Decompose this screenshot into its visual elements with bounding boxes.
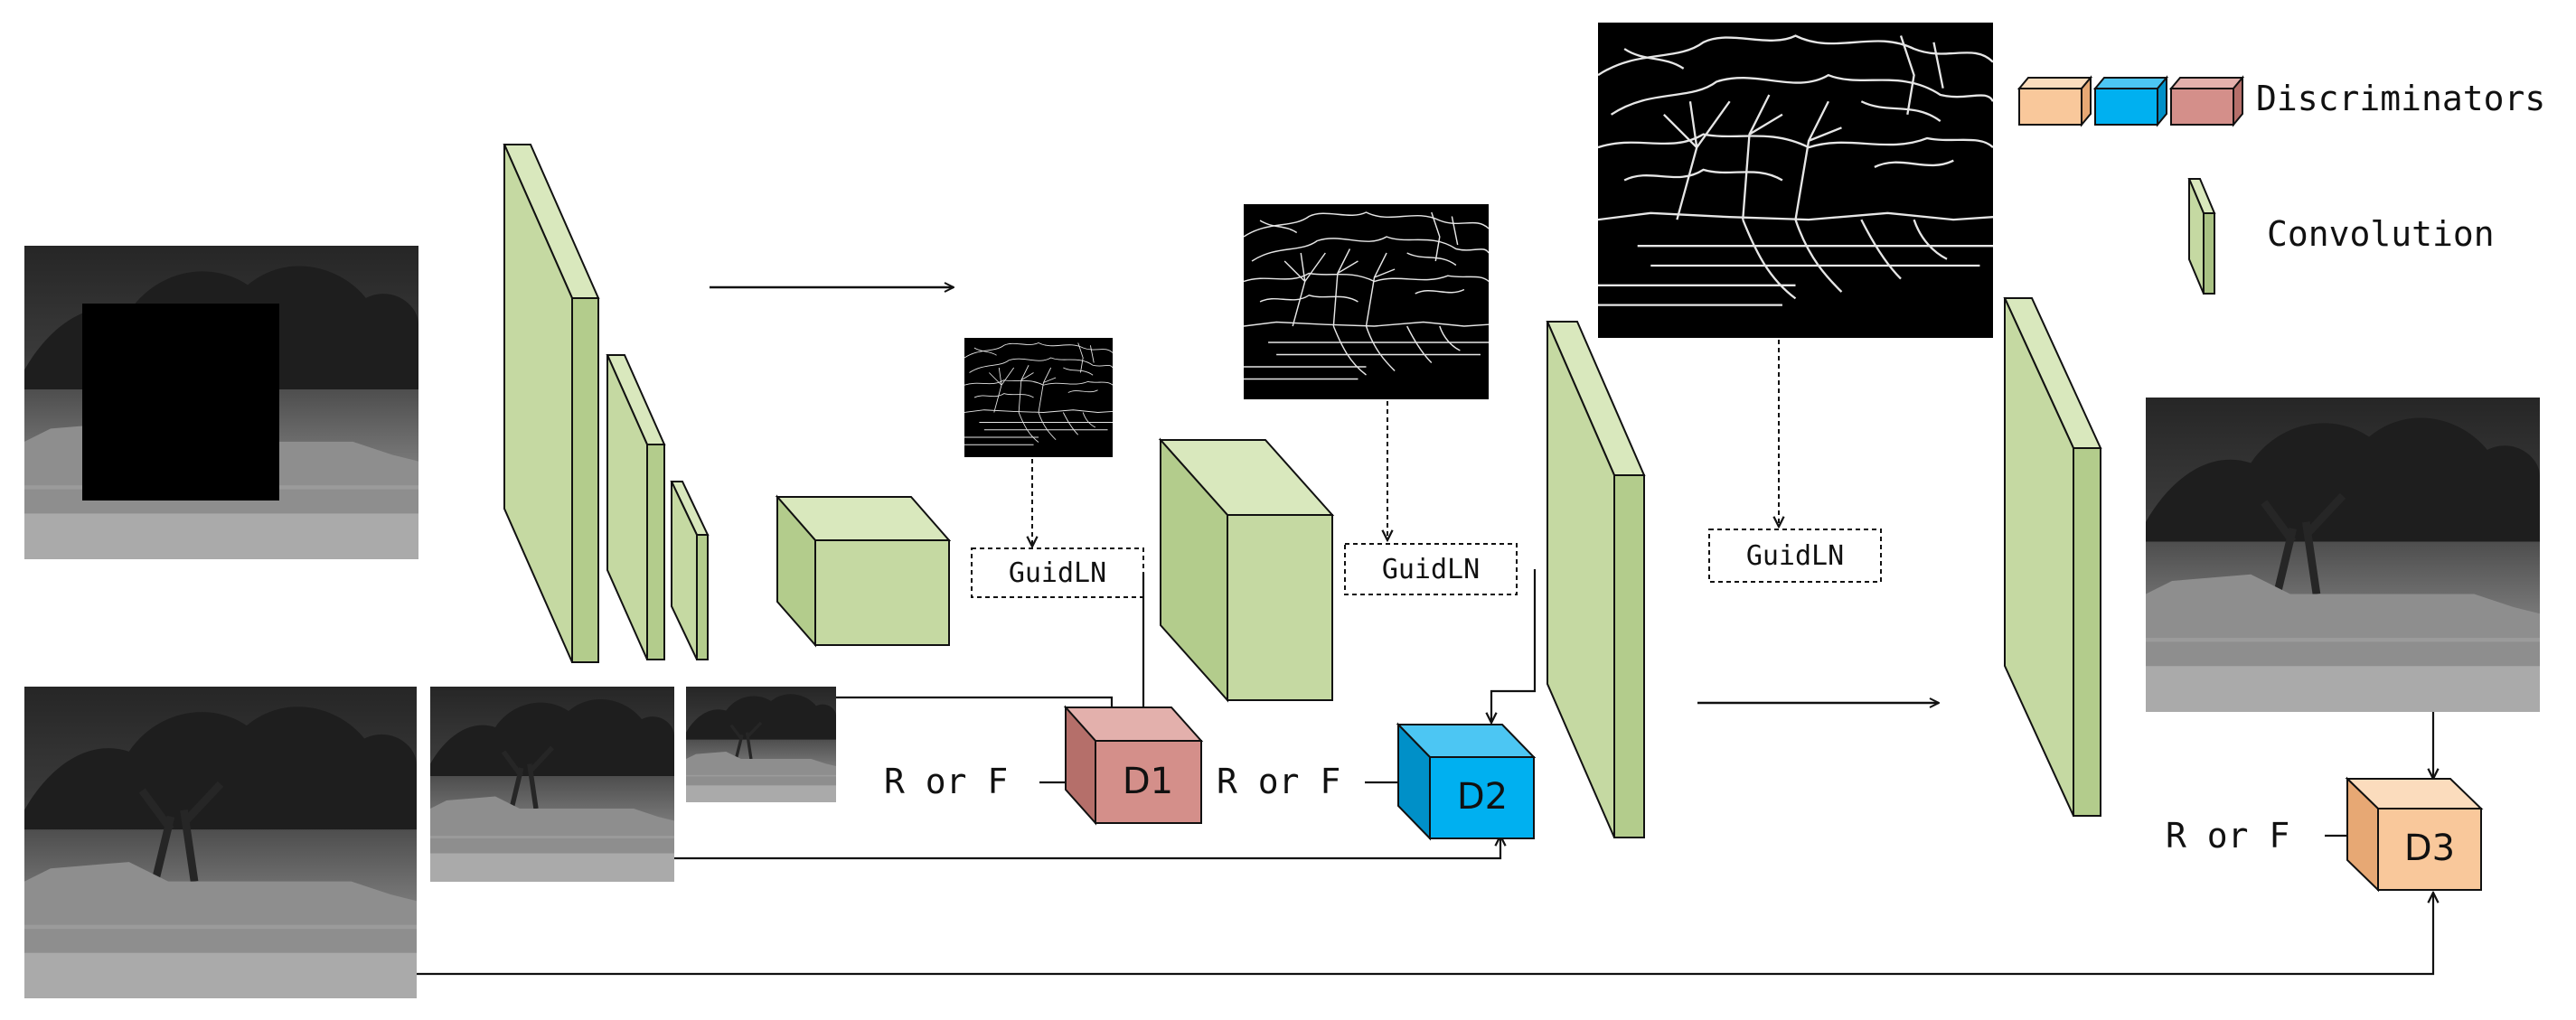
discriminator-d3: D3 [2345, 776, 2484, 893]
legend: Discriminators Convolution [2017, 75, 2545, 295]
edge-map-medium [1244, 204, 1489, 399]
discriminator-d2-side-label: R or F [1217, 762, 1340, 801]
depth-image-large [24, 687, 417, 998]
decoder-convolution-1 [1546, 321, 1646, 838]
connections [417, 569, 2433, 976]
discriminator-d2-label: D2 [1457, 776, 1508, 818]
legend-convolution-label: Convolution [2267, 214, 2495, 254]
depth-image-medium [430, 687, 674, 882]
bottleneck-cube [775, 494, 952, 648]
discriminator-d3-side-label: R or F [2166, 816, 2289, 856]
discriminator-d1: D1 [1063, 705, 1204, 826]
legend-convolution-icon [2187, 178, 2216, 295]
legend-discriminators-label: Discriminators [2256, 79, 2545, 118]
discriminator-d1-side-label: R or F [884, 762, 1008, 801]
guidln-2-label: GuidLN [1382, 554, 1480, 585]
output-depth-image [2146, 398, 2540, 712]
masked-input-image [24, 246, 418, 559]
edge-map-large [1598, 23, 1993, 338]
legend-discriminator-red-icon [2168, 75, 2245, 127]
discriminator-d3-label: D3 [2404, 828, 2455, 869]
legend-discriminator-orange-icon [2017, 75, 2093, 127]
discriminator-d2: D2 [1396, 722, 1537, 841]
legend-discriminator-blue-icon [2092, 75, 2169, 127]
edge-map-small [964, 338, 1113, 457]
guidln-3-label: GuidLN [1746, 540, 1844, 572]
guidln-2: GuidLN [1344, 401, 1518, 595]
guidln-1: GuidLN [971, 459, 1144, 598]
depth-image-small [686, 687, 836, 802]
guidln-3: GuidLN [1708, 340, 1882, 583]
decoder-cube [1158, 437, 1335, 703]
discriminator-d1-label: D1 [1123, 761, 1173, 802]
decoder-convolution-2 [2003, 297, 2102, 817]
guidln-1-label: GuidLN [1009, 557, 1106, 589]
encoder-convolution-2 [606, 354, 666, 660]
encoder-convolution-3 [670, 481, 710, 660]
encoder-convolution-1 [503, 144, 600, 663]
